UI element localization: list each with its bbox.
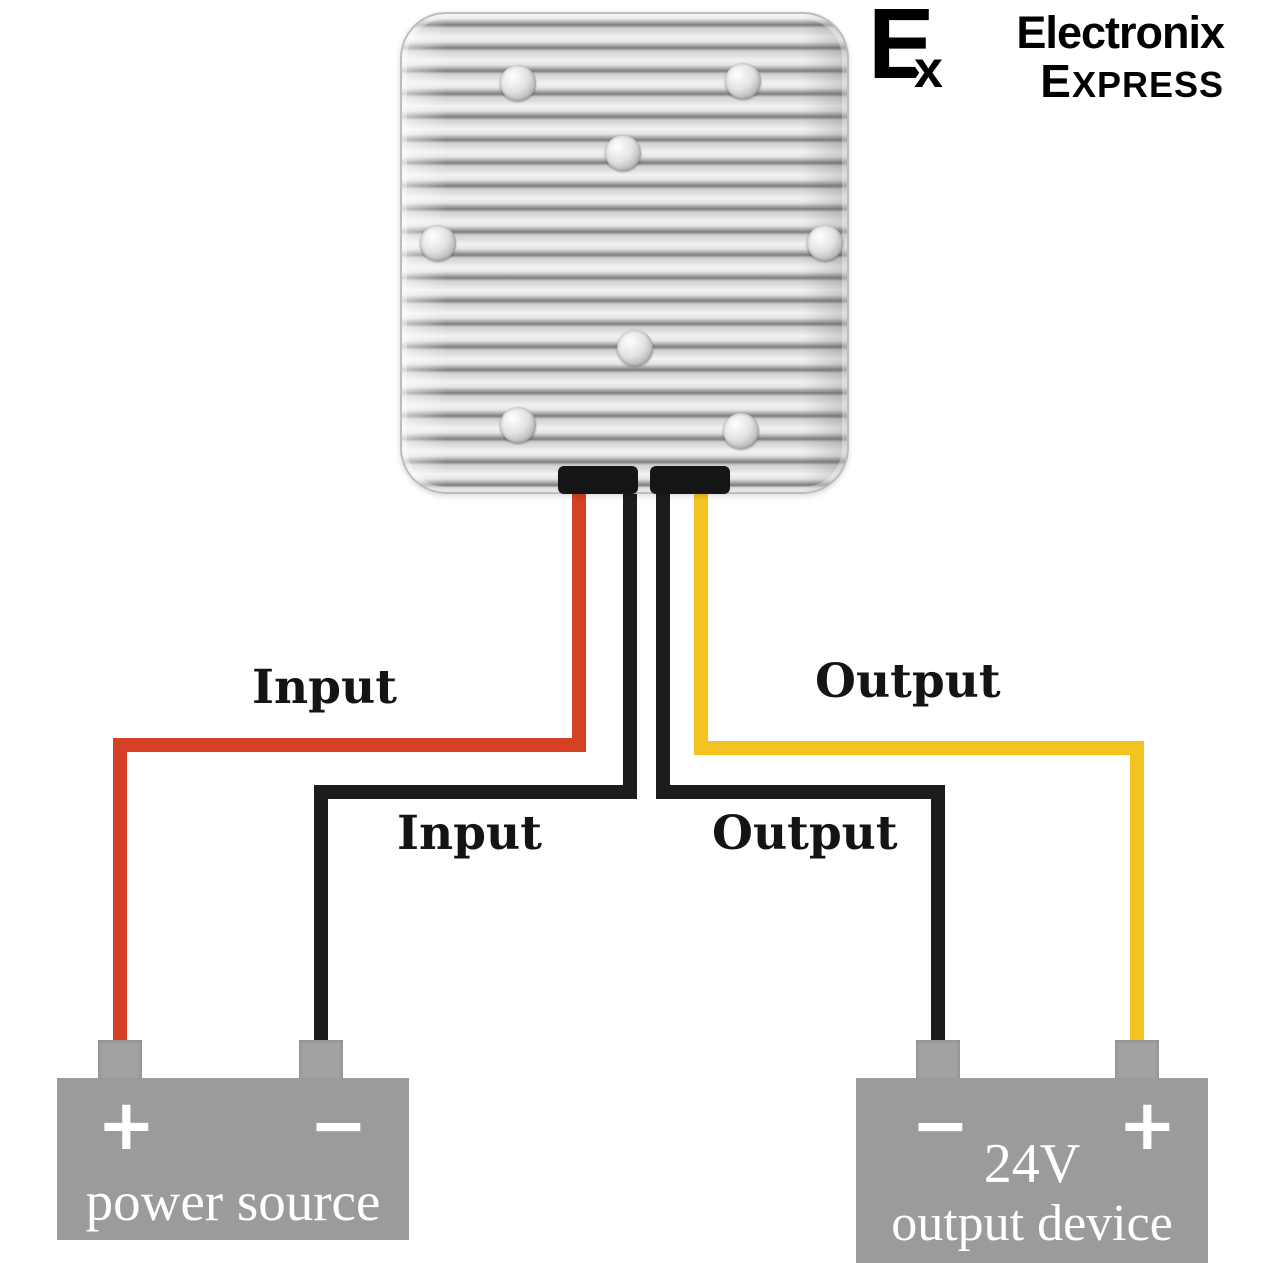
cable-gland-right [650, 466, 730, 494]
power-plus-sign: + [97, 1084, 156, 1166]
device-plus-sign: + [1118, 1084, 1177, 1166]
terminal-device-positive [1115, 1040, 1159, 1082]
screw-icon [723, 413, 759, 449]
label-input-negative: Input [397, 806, 542, 861]
power-minus-sign: − [309, 1084, 368, 1166]
wire-input-positive [113, 470, 586, 1062]
brand-line2-rest: XPRESS [1071, 64, 1224, 105]
terminal-device-negative [916, 1040, 960, 1082]
screw-icon [617, 330, 653, 366]
wire-input-negative [314, 470, 637, 1062]
terminal-power-negative [299, 1040, 343, 1082]
screw-icon [500, 407, 536, 443]
device-name-label: output device [891, 1195, 1173, 1252]
label-output-positive: Output [815, 654, 1001, 709]
brand-line2-initial: E [1040, 55, 1072, 107]
wire-output-negative [656, 470, 945, 1062]
brand-monogram-icon: E x [868, 0, 964, 99]
screw-icon [807, 225, 843, 261]
screw-icon [725, 63, 761, 99]
power-source-label: power source [85, 1170, 381, 1232]
brand-logo: E x Electronix EXPRESS [868, 0, 1225, 104]
power-source-box: + − power source [57, 1078, 409, 1240]
screw-icon [500, 65, 536, 101]
label-input-positive: Input [252, 660, 397, 715]
terminal-power-positive [98, 1040, 142, 1082]
brand-line1: Electronix [1016, 7, 1225, 58]
monogram-letter-x: x [914, 41, 943, 99]
device-voltage-label: 24V [983, 1133, 1081, 1195]
cable-gland-left [558, 466, 638, 494]
device-minus-sign: − [911, 1084, 970, 1166]
monogram-letter-e: E [868, 0, 935, 100]
output-device-box: − + 24V output device [856, 1078, 1208, 1263]
label-output-negative: Output [712, 806, 898, 861]
screw-icon [420, 225, 456, 261]
voltage-converter-heatsink [400, 12, 849, 494]
wire-output-positive [694, 470, 1144, 1062]
brand-name: Electronix EXPRESS [972, 7, 1225, 104]
screw-icon [605, 135, 641, 171]
brand-line2: EXPRESS [972, 58, 1224, 104]
